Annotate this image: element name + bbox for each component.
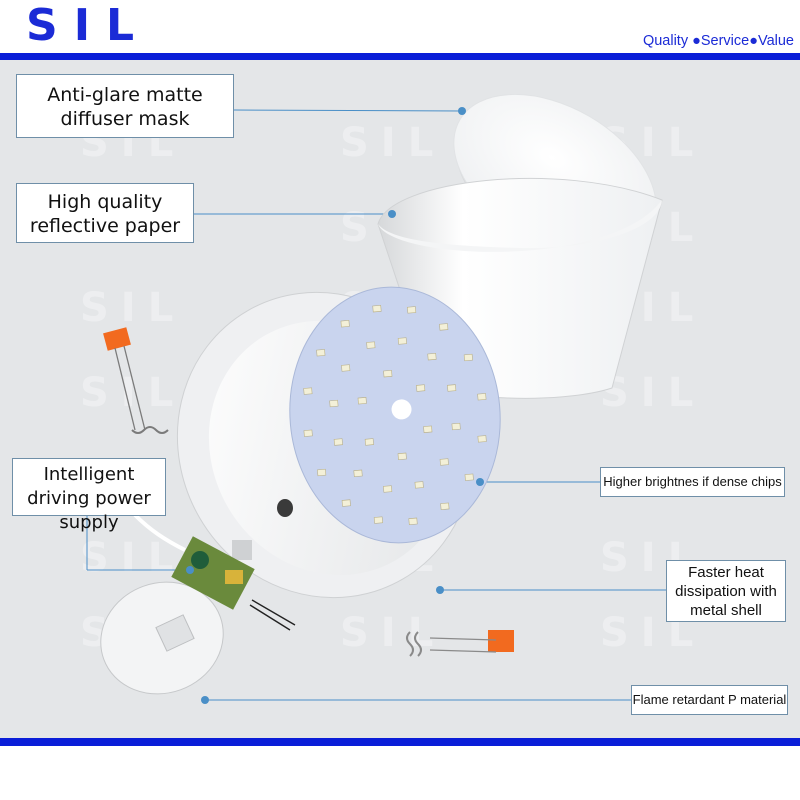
- led-chip: [407, 306, 417, 314]
- led-chip: [373, 516, 383, 524]
- led-chip: [353, 469, 363, 478]
- led-chip: [340, 320, 350, 328]
- led-board: [289, 286, 501, 544]
- leader-lines: [86, 109, 666, 701]
- exploded-view-illustration: [86, 93, 666, 704]
- led-chip: [366, 341, 376, 349]
- brand-tagline: Quality ●Service●Value: [642, 33, 794, 49]
- led-chip: [303, 429, 313, 437]
- led-chip: [463, 353, 473, 362]
- brand-logo: SIL: [26, 0, 151, 51]
- footer-bar: [0, 738, 800, 746]
- header: SIL Quality ●Service●Value: [0, 0, 800, 60]
- callout-heat-dissipation: Faster heat dissipation with metal shell: [666, 560, 786, 622]
- callout-dense-chips: Higher brightnes if dense chips: [600, 467, 785, 497]
- led-chip: [464, 473, 474, 481]
- led-chip: [447, 384, 457, 392]
- spring-clip-left: [103, 327, 169, 434]
- driver-board: [133, 513, 296, 631]
- led-chip: [427, 352, 437, 361]
- led-chip: [397, 452, 407, 460]
- led-chip: [303, 387, 313, 395]
- led-chip: [414, 481, 424, 489]
- watermark: SIL: [340, 120, 446, 166]
- led-chip: [440, 502, 450, 510]
- callout-reflective-paper: High quality reflective paper: [16, 183, 194, 243]
- footer: [0, 746, 800, 800]
- led-chip: [383, 485, 393, 493]
- led-chip: [477, 393, 487, 401]
- led-chip: [357, 397, 367, 405]
- led-chip: [383, 370, 393, 378]
- led-chip: [364, 438, 374, 446]
- led-chip: [341, 499, 351, 507]
- led-chip: [451, 422, 461, 431]
- led-chip: [329, 399, 339, 408]
- led-chip: [423, 425, 433, 433]
- led-chip: [397, 337, 407, 345]
- led-chip: [439, 323, 449, 331]
- led-chip: [317, 468, 327, 477]
- led-chip: [341, 364, 351, 372]
- led-chip: [333, 438, 343, 446]
- led-chip: [372, 305, 382, 313]
- callout-diffuser-mask: Anti-glare matte diffuser mask: [16, 74, 234, 138]
- led-chip: [477, 435, 487, 443]
- watermark: SIL: [80, 535, 186, 581]
- spring-clip-right: [406, 630, 514, 657]
- header-bar: [0, 53, 800, 60]
- callout-dots: [186, 107, 484, 704]
- callout-flame-retardant: Flame retardant P material: [631, 685, 788, 715]
- watermark: SIL: [600, 370, 706, 416]
- watermark: SIL: [80, 285, 186, 331]
- product-stage: SIL SIL SIL SIL SIL SIL SIL SIL SIL SIL …: [0, 60, 800, 738]
- led-chip: [439, 458, 449, 466]
- led-chip: [408, 517, 418, 525]
- callout-driving-power-supply: Intelligent driving power supply: [12, 458, 166, 533]
- end-cap: [100, 581, 224, 703]
- led-chip: [416, 384, 426, 392]
- led-chip: [316, 349, 326, 357]
